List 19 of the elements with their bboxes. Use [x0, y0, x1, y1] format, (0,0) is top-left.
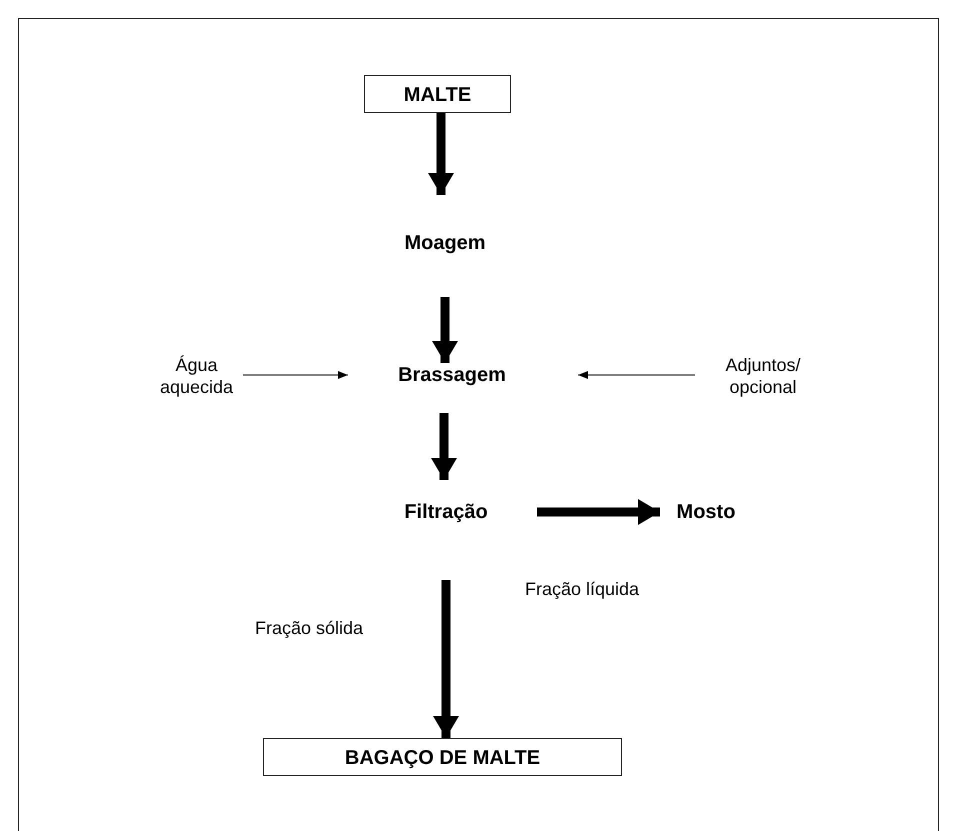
arrow: [537, 499, 660, 525]
node-label: Filtração: [404, 500, 488, 524]
node-label: Mosto: [676, 500, 736, 524]
node-label: Adjuntos/ opcional: [724, 355, 802, 398]
arrow: [428, 113, 454, 195]
edge-label: Fração sólida: [255, 618, 364, 639]
arrow: [432, 297, 458, 363]
arrow: [242, 371, 348, 379]
arrow: [433, 580, 459, 738]
node-label: Água aquecida: [158, 355, 234, 398]
edge-label: Fração líquida: [525, 579, 640, 600]
node-label: MALTE: [404, 83, 472, 107]
process-box: [263, 738, 622, 776]
process-box: [364, 75, 511, 113]
arrow: [578, 371, 696, 379]
node-label: Brassagem: [398, 363, 506, 387]
arrow: [431, 413, 457, 480]
node-label: Moagem: [404, 231, 486, 255]
node-label: BAGAÇO DE MALTE: [344, 746, 540, 770]
